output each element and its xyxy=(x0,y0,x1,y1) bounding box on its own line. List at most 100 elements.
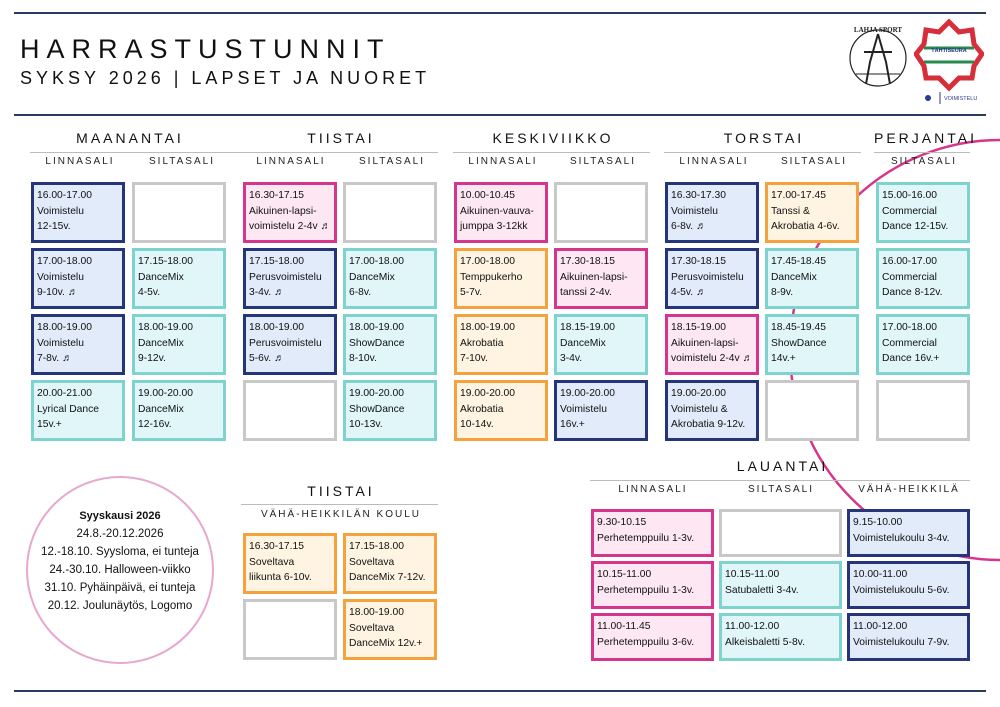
class-time: 17.00-18.00 xyxy=(37,256,92,267)
hall-siltasali: SILTASALI xyxy=(748,484,814,495)
day-monday: MAANANTAI xyxy=(76,130,184,146)
top-divider xyxy=(14,12,986,14)
header-divider xyxy=(14,114,986,116)
class-text: 10-13v. xyxy=(349,419,383,430)
hall-linnasali: LINNASALI xyxy=(45,156,115,167)
class-text: Akrobatia xyxy=(460,403,504,415)
class-time: 11.00-11.45 xyxy=(597,621,651,632)
class-time: 18.15-19.00 xyxy=(560,322,615,333)
day-wednesday: KESKIVIIKKO xyxy=(492,130,614,146)
class-text: Tanssi & xyxy=(771,205,810,217)
hall-divider xyxy=(241,504,438,505)
class-time: 17.00-18.00 xyxy=(349,256,404,267)
class-time: 17.00-17.45 xyxy=(771,190,826,201)
class-text: 8-9v. xyxy=(771,287,794,298)
class-text: ShowDance xyxy=(349,403,405,415)
class-text: Voimistelu xyxy=(37,205,84,217)
class-time: 18.00-19.00 xyxy=(349,607,404,618)
day-friday: PERJANTAI xyxy=(874,130,977,146)
class-text: 5-6v. ♬ xyxy=(249,353,285,364)
class-time: 11.00-12.00 xyxy=(725,621,780,632)
season-line: 31.10. Pyhäinpäivä, ei tunteja xyxy=(44,582,196,594)
class-time: 9.30-10.15 xyxy=(597,517,647,528)
class-text: 7-8v. ♬ xyxy=(37,353,73,364)
class-time: 17.45-18.45 xyxy=(771,256,826,267)
class-text: Commercial xyxy=(882,271,937,283)
season-line: 24.-30.10. Halloween-viikko xyxy=(49,564,191,576)
club-logo-text: LAHJA SPORT xyxy=(854,26,903,34)
hall-divider xyxy=(664,152,861,153)
class-text: Soveltava xyxy=(349,622,395,634)
class-text: 6-8v. xyxy=(349,287,372,298)
empty-slot xyxy=(243,380,337,441)
class-time: 10.00-11.00 xyxy=(853,569,908,580)
class-text: 7-10v. xyxy=(460,353,488,364)
class-text: DanceMix 12v.+ xyxy=(349,638,423,649)
empty-slot xyxy=(132,182,226,243)
hall-divider xyxy=(453,152,650,153)
day-thursday: TORSTAI xyxy=(723,130,805,146)
class-text: Akrobatia xyxy=(460,337,504,349)
class-text: DanceMix xyxy=(771,271,817,283)
class-text: Voimistelu xyxy=(671,205,718,217)
page-subtitle: SYKSY 2026 | LAPSET JA NUORET xyxy=(20,68,431,88)
class-text: Satubaletti 3-4v. xyxy=(725,584,799,596)
hall-linnasali: LINNASALI xyxy=(679,156,749,167)
class-text: Perhetemppuilu 3-6v. xyxy=(597,636,695,648)
hall-linnasali: LINNASALI xyxy=(468,156,538,167)
class-text: Perusvoimistelu xyxy=(671,271,744,283)
season-info: Syyskausi 2026 24.8.-20.12.2026 12.-18.1… xyxy=(26,476,214,664)
class-time: 16.30-17.15 xyxy=(249,190,304,201)
class-text: DanceMix xyxy=(138,403,184,415)
class-text: DanceMix xyxy=(138,337,184,349)
class-text: Soveltava xyxy=(349,556,395,568)
class-text: tanssi 2-4v. xyxy=(560,287,612,298)
class-text: Commercial xyxy=(882,337,937,349)
class-time: 19.00-20.00 xyxy=(460,388,515,399)
class-text: Aikuinen-vauva- xyxy=(460,205,534,217)
empty-slot xyxy=(343,182,437,243)
hall-siltasali: SILTASALI xyxy=(359,156,425,167)
